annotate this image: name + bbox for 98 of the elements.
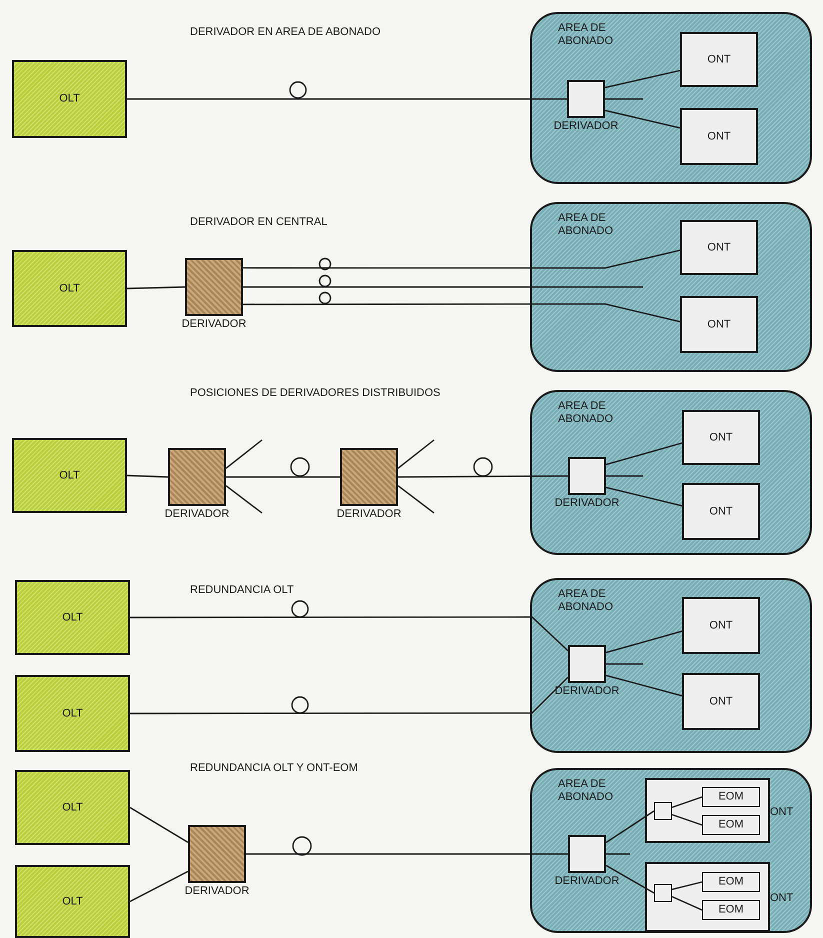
- splitter-label: DERIVADOR: [554, 685, 620, 698]
- fiber-line: [130, 676, 568, 714]
- olt-label: OLT: [59, 282, 80, 295]
- eom-box: [702, 787, 760, 807]
- area-label: AREA DE ABONADO: [558, 400, 614, 426]
- fiber-line: [605, 98, 643, 100]
- fiber-line: [243, 303, 680, 322]
- fiber-line: [226, 439, 262, 469]
- fiber-line: [606, 475, 643, 477]
- fiber-line: [672, 881, 702, 890]
- splitter-label: DERIVADOR: [164, 508, 230, 521]
- ont-label: ONT: [770, 806, 794, 818]
- eom-box: [702, 872, 760, 892]
- area-label: AREA DE ABONADO: [558, 212, 614, 238]
- ont-box: [680, 32, 758, 87]
- fiber-line: [226, 485, 262, 514]
- ont-box: [682, 673, 760, 730]
- olt-box: [15, 675, 130, 752]
- fiber-line: [398, 485, 434, 514]
- olt-label: OLT: [62, 801, 83, 814]
- fiber-line: [130, 806, 188, 843]
- ont-label: ONT: [770, 892, 794, 905]
- ont-label: ONT: [709, 431, 733, 444]
- fiber-line: [606, 810, 654, 844]
- fiber-line: [606, 486, 682, 506]
- fiber-line: [672, 896, 702, 911]
- splitter-label: DERIVADOR: [182, 318, 246, 331]
- olt-box: [12, 250, 127, 327]
- subscriber-area-panel: [530, 578, 812, 753]
- eom-label: EOM: [718, 790, 744, 804]
- olt-label: OLT: [62, 707, 83, 720]
- eom-box: [702, 815, 760, 835]
- section-title: REDUNDANCIA OLT Y ONT-EOM: [190, 762, 358, 774]
- fiber-line: [126, 286, 186, 290]
- subscriber-area-panel: [530, 202, 812, 372]
- splitter-label: DERIVADOR: [336, 508, 402, 521]
- fiber-line: [672, 814, 702, 826]
- ont-label: ONT: [707, 241, 731, 254]
- ont-label: ONT: [707, 318, 731, 331]
- splitter-label: DERIVADOR: [554, 497, 620, 510]
- fiber-line: [672, 796, 702, 808]
- olt-label: OLT: [59, 92, 80, 106]
- olt-box: [12, 438, 127, 513]
- eom-label: EOM: [718, 876, 744, 888]
- eom-label: EOM: [718, 818, 744, 832]
- ont-label: ONT: [709, 505, 733, 518]
- subscriber-area-panel: [530, 390, 812, 555]
- olt-box: [15, 580, 130, 655]
- fiber-line: [243, 250, 680, 269]
- fiber-line: [606, 630, 682, 654]
- fiber-line: [604, 110, 680, 129]
- fiber-line: [130, 616, 568, 652]
- fiber-line: [126, 474, 168, 478]
- eom-label: EOM: [718, 904, 744, 916]
- eom-box: [702, 900, 760, 920]
- subscriber-area-panel: [530, 768, 812, 933]
- section-title: REDUNDANCIA OLT: [190, 584, 294, 596]
- fiber-line: [606, 663, 643, 665]
- olt-label: OLT: [62, 895, 83, 908]
- ont-label: ONT: [707, 53, 731, 66]
- ont-box: [682, 597, 760, 654]
- section-title: DERIVADOR EN CENTRAL: [190, 216, 328, 228]
- olt-box: [15, 770, 130, 845]
- small-splitter-box: [654, 802, 672, 820]
- splitter-label: DERIVADOR: [554, 875, 620, 888]
- small-splitter-box: [654, 884, 672, 902]
- subscriber-area-panel: [530, 12, 812, 184]
- ont-label: ONT: [709, 695, 733, 708]
- olt-label: OLT: [62, 611, 83, 624]
- fiber-line: [130, 870, 188, 902]
- olt-label: OLT: [59, 469, 80, 482]
- ont-box: [682, 410, 760, 465]
- fiber-line: [226, 476, 340, 478]
- fiber-line: [243, 286, 643, 288]
- area-label: AREA DE ABONADO: [558, 588, 614, 614]
- splitter-label: DERIVADOR: [554, 120, 618, 133]
- fiber-line: [604, 70, 680, 88]
- fiber-line: [398, 439, 434, 469]
- fiber-line: [606, 442, 682, 466]
- ont-label: ONT: [709, 619, 733, 632]
- splitter-label: DERIVADOR: [184, 885, 250, 898]
- olt-box: [15, 865, 130, 938]
- section-title: DERIVADOR EN AREA DE ABONADO: [190, 26, 381, 38]
- fiber-line: [398, 475, 568, 478]
- ont-box: [680, 108, 758, 165]
- fiber-line: [606, 864, 654, 894]
- area-label: AREA DE ABONADO: [558, 22, 614, 48]
- section-title: POSICIONES DE DERIVADORES DISTRIBUIDOS: [190, 387, 440, 399]
- ont-box: [682, 483, 760, 540]
- fiber-line: [127, 98, 567, 100]
- fiber-line: [246, 853, 568, 855]
- ont-label: ONT: [707, 130, 731, 143]
- fiber-line: [606, 674, 682, 696]
- fiber-line: [606, 853, 630, 855]
- ont-box: [680, 296, 758, 353]
- olt-box: [12, 60, 127, 138]
- ont-box: [680, 220, 758, 275]
- area-label: AREA DE ABONADO: [558, 778, 614, 804]
